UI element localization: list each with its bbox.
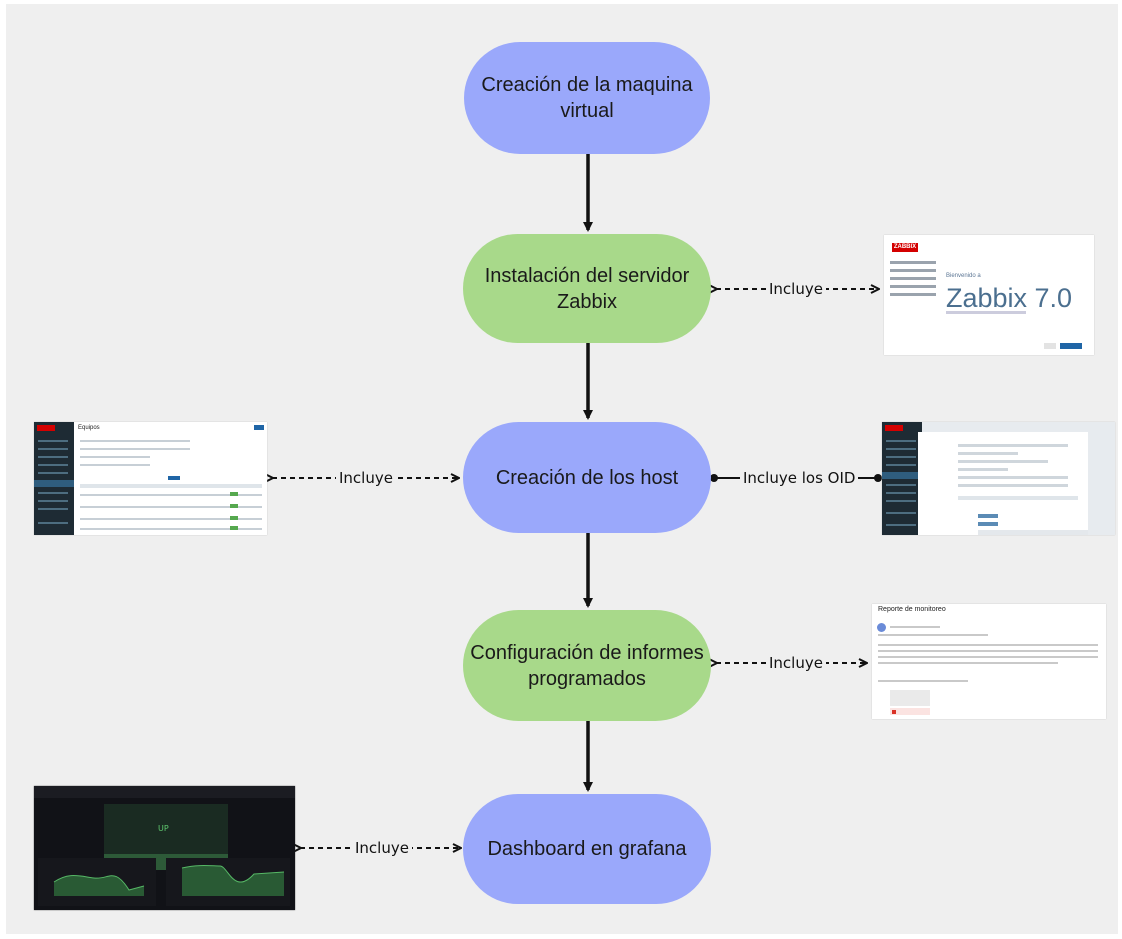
zabbix-welcome-text: Bienvenido a bbox=[946, 273, 981, 279]
zabbix-setup-menu bbox=[890, 261, 936, 301]
oid-dot-right bbox=[874, 474, 882, 482]
label-hosts-includes: Incluye bbox=[336, 469, 396, 487]
label-hosts-oid: Incluye los OID bbox=[740, 469, 859, 487]
zabbix-config-sidebar bbox=[882, 422, 922, 535]
zabbix-host-config-screenshot bbox=[882, 422, 1115, 535]
zabbix-version-title: Zabbix 7.0 bbox=[946, 283, 1073, 313]
node-vm-creation: Creación de la maquina virtual bbox=[464, 42, 710, 154]
zabbix-sidebar bbox=[34, 422, 74, 535]
label-zabbix-includes: Incluye bbox=[766, 280, 826, 298]
label-reports-includes: Incluye bbox=[766, 654, 826, 672]
grafana-topbar bbox=[34, 786, 295, 798]
node-host-creation: Creación de los host bbox=[463, 422, 711, 533]
host-config-dialog bbox=[918, 432, 1088, 535]
label-dashboard-includes: Incluye bbox=[352, 839, 412, 857]
grafana-status-text: UP bbox=[158, 824, 169, 833]
oid-dot-left bbox=[710, 474, 718, 482]
email-subject: Reporte de monitoreo bbox=[878, 606, 946, 613]
node-scheduled-reports: Configuración de informes programados bbox=[463, 610, 711, 721]
email-report-screenshot: Reporte de monitoreo bbox=[872, 604, 1106, 719]
node-zabbix-install: Instalación del servidor Zabbix bbox=[463, 234, 711, 343]
zabbix-language-select bbox=[946, 311, 1026, 314]
zabbix-back-button bbox=[1044, 343, 1056, 349]
grafana-graphs bbox=[38, 858, 290, 906]
node-grafana-dashboard: Dashboard en grafana bbox=[463, 794, 711, 904]
zabbix-next-button bbox=[1060, 343, 1082, 349]
zabbix-logo: ZABBIX bbox=[892, 243, 918, 252]
zabbix-welcome-screenshot: ZABBIX Bienvenido a Zabbix 7.0 bbox=[884, 235, 1094, 355]
grafana-dashboard-screenshot: UP bbox=[34, 786, 295, 910]
hosts-page-title: Equipos bbox=[78, 425, 100, 431]
zabbix-hosts-list-screenshot: Equipos bbox=[34, 422, 267, 535]
